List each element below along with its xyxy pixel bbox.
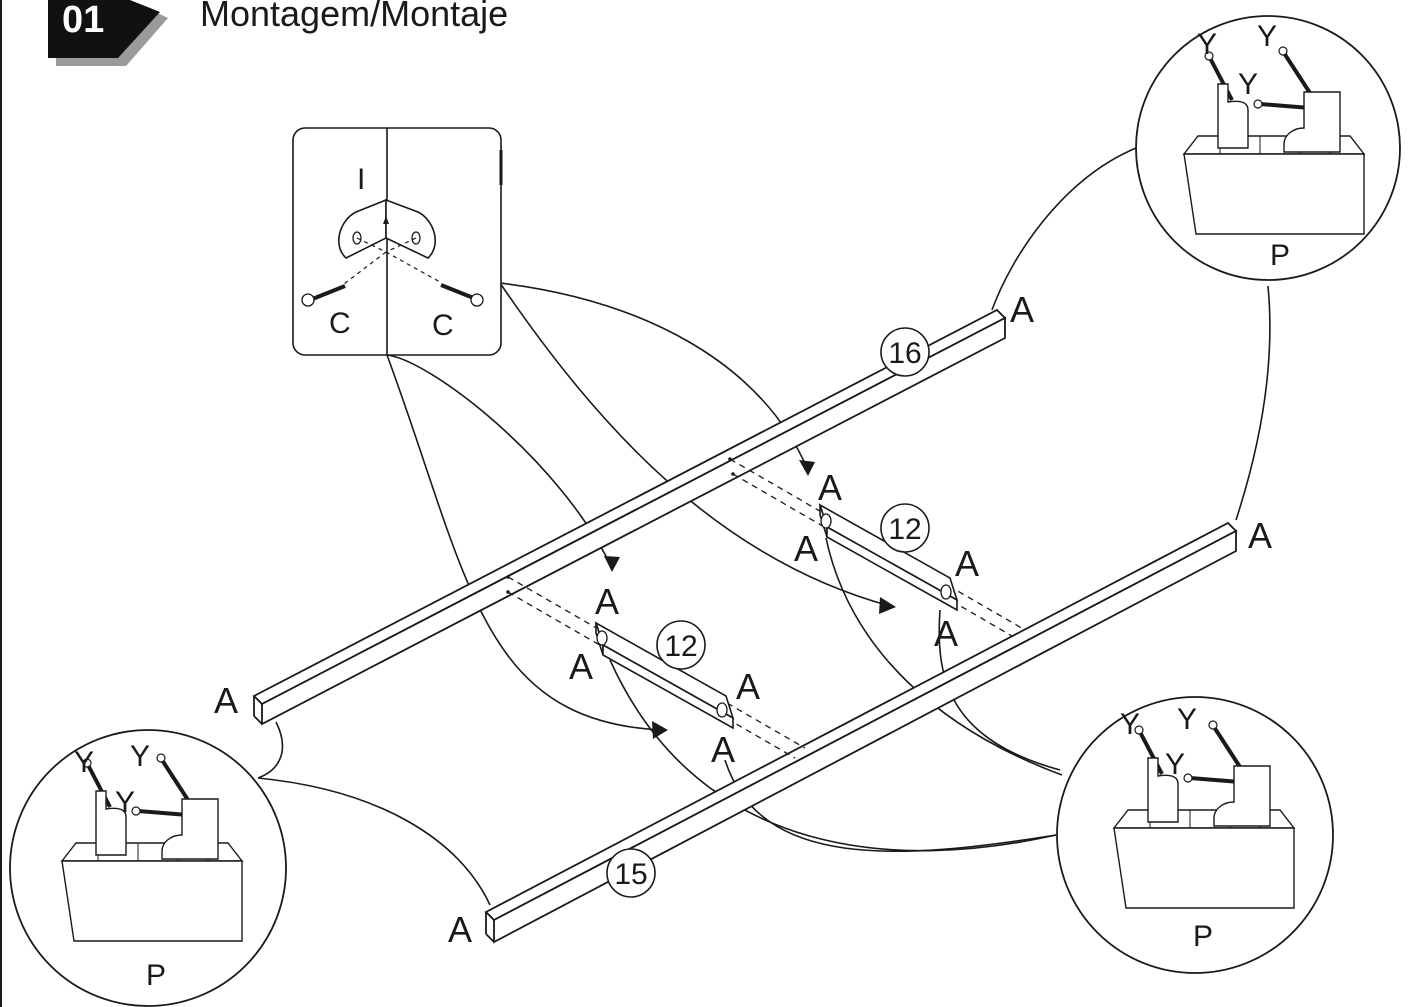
screw-label: Y: [115, 786, 135, 819]
foot-label: P: [1270, 239, 1290, 272]
foot-detail-bottom-left: Y Y Y P: [9, 729, 287, 1007]
dowel-guides: [507, 458, 1026, 759]
hole-label: A: [711, 729, 735, 770]
foot-detail-top-right: Y Y Y P: [1135, 15, 1401, 281]
hole-label: A: [794, 528, 818, 569]
part-number: 16: [888, 337, 921, 370]
arrowhead: [799, 460, 815, 476]
screw-label: Y: [1165, 748, 1185, 781]
crossbar-12-right: [818, 503, 959, 612]
connector-curve: [257, 721, 284, 779]
screw-label: Y: [1257, 20, 1277, 53]
callout-16: 16: [880, 327, 930, 377]
crossbar-12-left: [594, 621, 735, 730]
part-number: 12: [888, 513, 921, 546]
hole-label: A: [955, 543, 979, 584]
arrowhead: [604, 556, 620, 572]
screw-label: C: [329, 307, 351, 340]
rail-15: [484, 521, 1238, 944]
arrowhead: [652, 721, 668, 739]
callout-15: 15: [606, 848, 656, 898]
screw-label: Y: [1238, 68, 1258, 101]
screw-label: C: [432, 309, 454, 342]
part-number: 12: [664, 630, 697, 663]
bracket-label: I: [357, 163, 365, 196]
hole-label: A: [818, 467, 842, 508]
hole-label: A: [736, 666, 760, 707]
connector-curve: [825, 537, 1063, 776]
rail-side-face: [493, 529, 1237, 944]
screw-icon: [301, 284, 346, 307]
screw-label: Y: [1120, 708, 1140, 741]
hole-label: A: [214, 680, 238, 721]
screw-label: Y: [130, 740, 150, 773]
connector-curve: [991, 147, 1137, 311]
step-number: 01: [62, 0, 104, 41]
rail-16: [252, 308, 1007, 726]
angle-bracket-icon: [337, 198, 437, 259]
callout-12-right: 12: [880, 503, 930, 553]
cam-fitting: [820, 513, 832, 529]
cam-fitting: [596, 630, 608, 646]
hole-label: A: [569, 646, 593, 687]
hole-label: A: [448, 909, 472, 950]
cam-fitting: [716, 702, 728, 718]
connector-curve: [938, 609, 1061, 771]
screw-label: Y: [1197, 28, 1217, 61]
hole-label: A: [595, 581, 619, 622]
arrowhead: [879, 597, 896, 614]
step-title: Montagem/Montaje: [200, 0, 508, 34]
part-number: 15: [614, 858, 647, 891]
screw-icon: [440, 283, 484, 307]
foot-label: P: [146, 959, 166, 992]
hole-label: A: [1248, 515, 1272, 556]
step-badge: [48, 0, 160, 58]
bracket-detail: I C C: [292, 127, 503, 356]
hole-label: A: [934, 613, 958, 654]
connector-curve: [1235, 285, 1271, 521]
connector-curve: [386, 354, 661, 731]
foot-label: P: [1193, 920, 1213, 953]
hole-labels: A A A A A A A A A A A A: [214, 289, 1272, 950]
step-header: 01 Montagem/Montaje: [48, 0, 508, 66]
screw-label: Y: [74, 746, 94, 779]
screw-label: Y: [1177, 703, 1197, 736]
connector-curve: [257, 777, 491, 906]
callout-12-left: 12: [656, 620, 706, 670]
rail-side-face: [261, 316, 1006, 726]
hole-label: A: [1010, 289, 1034, 330]
cam-fitting: [940, 584, 952, 600]
foot-detail-bottom-right: Y Y Y P: [1056, 696, 1334, 974]
connector-arrowheads: [604, 460, 896, 739]
